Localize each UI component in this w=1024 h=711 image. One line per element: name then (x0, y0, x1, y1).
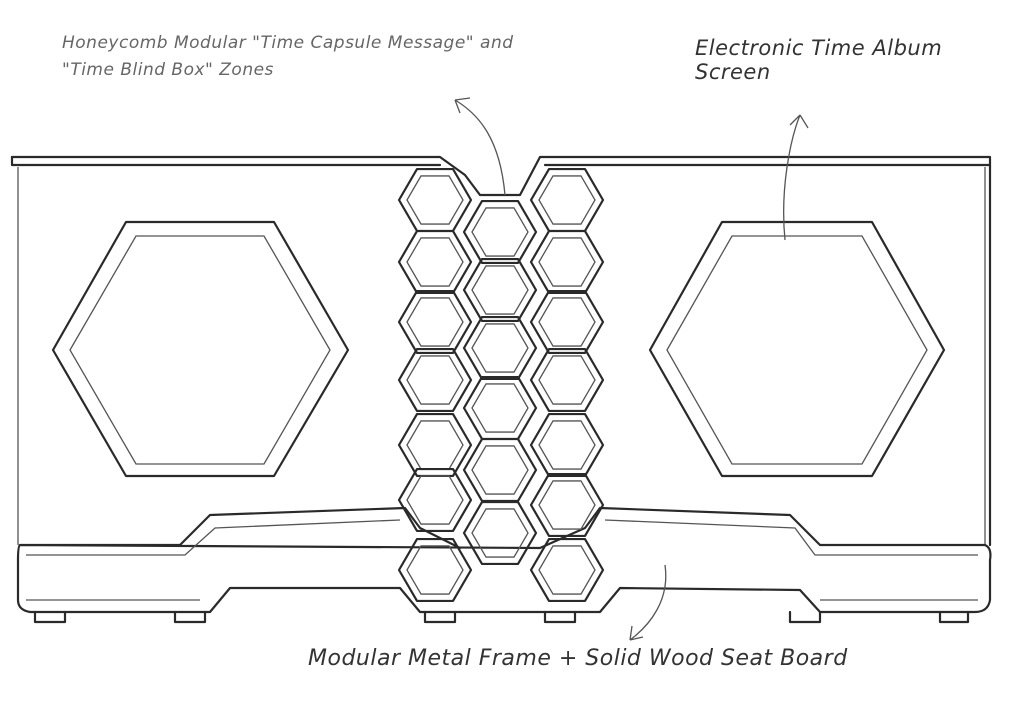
album-screen-left (51, 220, 350, 478)
album-screen-label: Electronic Time Album Screen (695, 36, 943, 84)
honeycomb-cell (529, 167, 605, 233)
honeycomb-cell (397, 412, 473, 478)
honeycomb-cell (462, 315, 538, 381)
honeycomb-cell (397, 467, 473, 533)
honeycomb-cell (529, 412, 605, 478)
honeycomb-cell (397, 167, 473, 233)
honeycomb-zones-label: Honeycomb Modular "Time Capsule Message"… (62, 33, 514, 80)
honeycomb-cell (462, 375, 538, 441)
honeycomb-cell (462, 257, 538, 323)
honeycomb-cell (529, 289, 605, 355)
honeycomb-cell (462, 199, 538, 265)
honeycomb-cell (529, 472, 605, 538)
honeycomb-cell (529, 347, 605, 413)
honeycomb-cell (397, 229, 473, 295)
honeycomb-cell (529, 229, 605, 295)
annotation-arrows (454, 97, 809, 641)
honeycomb-cell (397, 289, 473, 355)
honeycomb-cell (397, 347, 473, 413)
album-screen-right (648, 220, 946, 478)
bench-frame (10, 155, 992, 547)
honeycomb-cell (529, 537, 605, 603)
honeycomb-modules (397, 167, 605, 603)
frame-seat-label: Modular Metal Frame + Solid Wood Seat Bo… (308, 646, 848, 671)
honeycomb-cell (397, 537, 473, 603)
honeycomb-cell (462, 500, 538, 566)
honeycomb-cell (462, 437, 538, 503)
